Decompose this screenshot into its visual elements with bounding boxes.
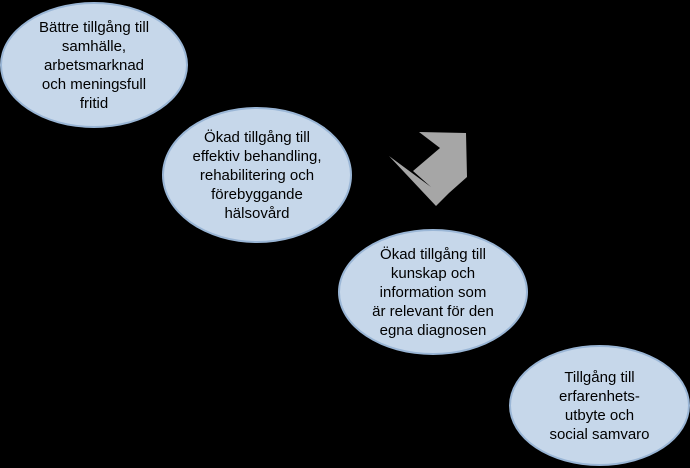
up-right-arrow-icon [389,132,467,206]
ellipse-label-access-society: Bättre tillgång till samhälle, arbetsmar… [38,18,150,112]
ellipse-label-effective-treatment: Ökad tillgång till effektiv behandling, … [192,128,322,222]
ellipse-access-society: Bättre tillgång till samhälle, arbetsmar… [0,2,188,128]
ellipse-label-knowledge-information: Ökad tillgång till kunskap och informati… [372,245,494,339]
ellipse-effective-treatment: Ökad tillgång till effektiv behandling, … [162,107,352,243]
ellipse-label-experience-exchange: Tillgång till erfarenhets- utbyte och so… [549,368,650,443]
ellipse-knowledge-information: Ökad tillgång till kunskap och informati… [338,229,528,355]
ellipse-experience-exchange: Tillgång till erfarenhets- utbyte och so… [509,345,690,466]
